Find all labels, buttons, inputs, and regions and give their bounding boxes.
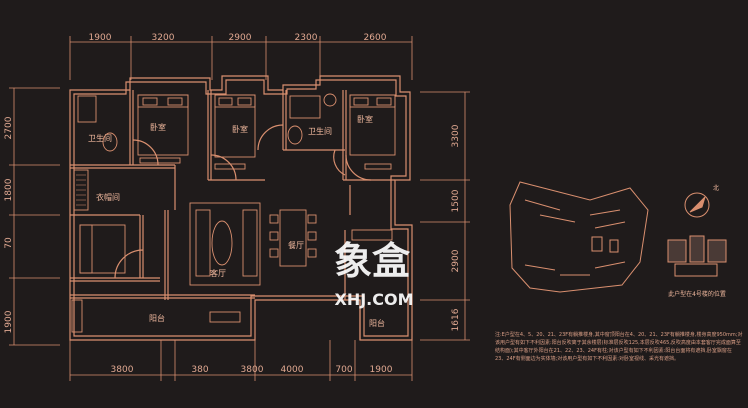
- room-dining: 餐厅: [288, 241, 304, 250]
- room-balcony-main: 阳台: [149, 313, 165, 323]
- room-cloakroom: 衣帽间: [96, 192, 120, 202]
- site-plan-caption: 此户型在4号楼的位置: [668, 290, 726, 298]
- right-dim-2: 1500: [451, 189, 461, 212]
- left-dimension-line: [9, 87, 60, 346]
- top-dim-2: 3200: [152, 33, 175, 43]
- right-dim-3: 2900: [451, 249, 461, 272]
- top-dim-5: 2600: [364, 33, 387, 43]
- compass-north-label: 北: [713, 184, 719, 192]
- left-dim-4: 1900: [4, 310, 14, 333]
- bottom-dim-2: 380: [191, 365, 208, 375]
- room-bedroom-3: 卧室: [357, 114, 373, 124]
- room-living: 客厅: [210, 268, 226, 278]
- watermark-latin: XHJ.COM: [334, 290, 413, 309]
- room-balcony-small: 阳台: [369, 318, 385, 328]
- site-plan: [509, 181, 649, 293]
- notes-paragraph: 注:E户型在4、5、20、21、23F有躺推楼身,其中窗顶阳台在4、20、21、…: [495, 332, 743, 362]
- room-bedroom-2: 卧室: [232, 124, 248, 134]
- wardrobe-hatching: [76, 174, 86, 206]
- left-dim-2: 1800: [4, 178, 14, 201]
- bottom-dim-5: 700: [335, 365, 352, 375]
- bottom-dim-4: 4000: [281, 365, 304, 375]
- right-dim-1: 3300: [451, 124, 461, 147]
- right-dim-4: 1616: [451, 308, 461, 331]
- room-bedroom-1: 卧室: [150, 122, 166, 132]
- left-dim-1: 2700: [4, 116, 14, 139]
- top-dimension-line: [69, 36, 413, 80]
- top-dim-1: 1900: [89, 33, 112, 43]
- building-location-icon: [667, 235, 727, 277]
- room-bathroom-2: 卫生间: [308, 126, 332, 136]
- top-dim-4: 2300: [295, 33, 318, 43]
- bottom-dim-1: 3800: [111, 365, 134, 375]
- bottom-dim-6: 1900: [370, 365, 393, 375]
- bottom-dimension-line: [69, 340, 413, 381]
- floor-plan-walls: [69, 75, 413, 341]
- compass: [684, 192, 710, 218]
- watermark-chinese: 象盒: [334, 239, 411, 283]
- furniture: [71, 93, 396, 333]
- left-dim-3: 70: [4, 237, 14, 249]
- room-bathroom-1: 卫生间: [88, 133, 112, 143]
- bottom-dim-3: 3800: [241, 365, 264, 375]
- right-dimension-line: [420, 91, 470, 341]
- top-dim-3: 2900: [229, 33, 252, 43]
